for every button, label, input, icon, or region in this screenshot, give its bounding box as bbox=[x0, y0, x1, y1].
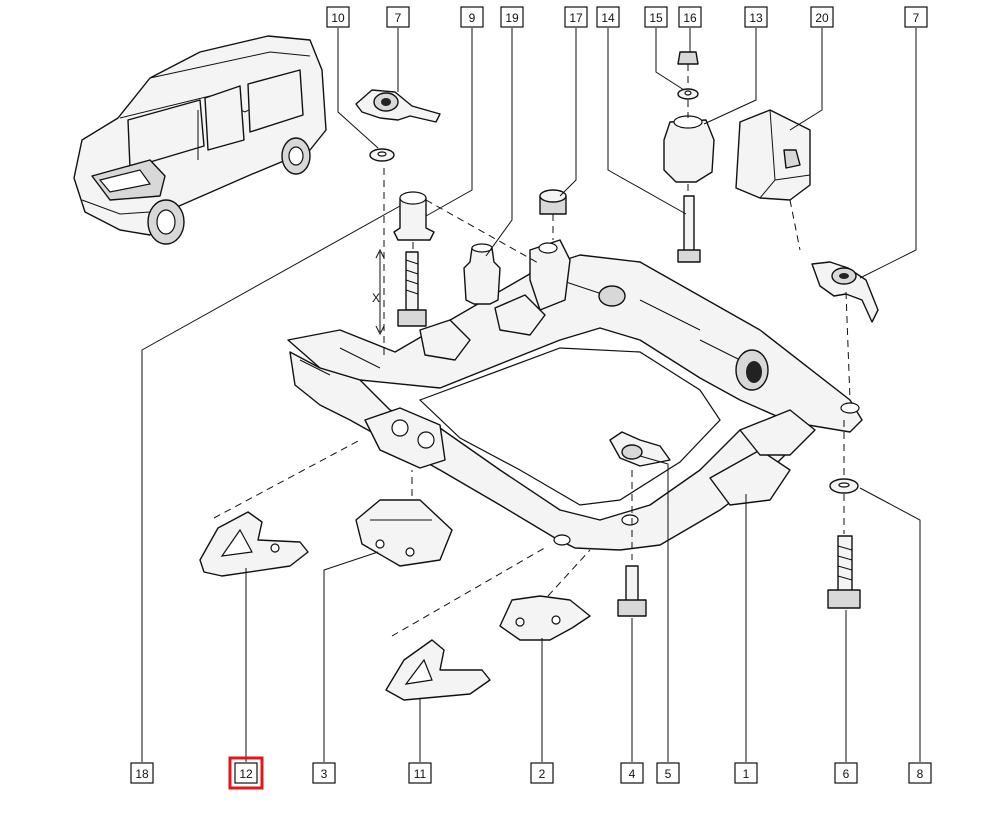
subframe-crossmember bbox=[287, 239, 863, 551]
callout-12: 12 bbox=[228, 756, 264, 790]
svg-text:7: 7 bbox=[913, 11, 920, 25]
svg-text:6: 6 bbox=[843, 767, 850, 781]
bolt-4 bbox=[617, 565, 647, 617]
svg-text:3: 3 bbox=[321, 767, 328, 781]
svg-text:14: 14 bbox=[601, 11, 615, 25]
dimension-x: X bbox=[372, 248, 385, 336]
bolt-left bbox=[397, 251, 427, 327]
vehicle-illustration bbox=[73, 35, 327, 245]
svg-text:12: 12 bbox=[239, 767, 253, 781]
svg-text:18: 18 bbox=[135, 767, 149, 781]
svg-text:19: 19 bbox=[505, 11, 519, 25]
svg-text:17: 17 bbox=[569, 11, 583, 25]
assembly-guide-lines bbox=[213, 64, 851, 637]
callout-7-left: 7 bbox=[386, 6, 410, 28]
bolt-6 bbox=[827, 535, 861, 609]
callout-18: 18 bbox=[130, 762, 154, 784]
callout-15: 15 bbox=[644, 6, 668, 28]
callout-11: 11 bbox=[408, 762, 432, 784]
highlight-callout-12 bbox=[228, 756, 264, 790]
leader-lines bbox=[141, 28, 921, 762]
callout-4: 4 bbox=[620, 762, 644, 784]
nut-17 bbox=[539, 189, 567, 215]
callout-5: 5 bbox=[656, 762, 680, 784]
callout-13: 13 bbox=[744, 6, 768, 28]
svg-text:13: 13 bbox=[749, 11, 763, 25]
callout-8: 8 bbox=[908, 762, 932, 784]
svg-text:7: 7 bbox=[395, 11, 402, 25]
dimension-x-label: X bbox=[372, 291, 380, 305]
callout-1: 1 bbox=[734, 762, 758, 784]
svg-text:11: 11 bbox=[414, 767, 427, 781]
callout-6: 6 bbox=[834, 762, 858, 784]
bracket-11 bbox=[385, 639, 491, 701]
spacer-sleeve bbox=[393, 191, 435, 241]
callout-16: 16 bbox=[678, 6, 702, 28]
clip-5 bbox=[609, 431, 671, 467]
svg-text:2: 2 bbox=[539, 767, 546, 781]
mounting-clip-left bbox=[355, 89, 441, 123]
svg-text:1: 1 bbox=[743, 767, 750, 781]
svg-text:10: 10 bbox=[331, 11, 345, 25]
rubber-bush bbox=[463, 243, 501, 305]
svg-text:4: 4 bbox=[629, 767, 636, 781]
protective-cover bbox=[735, 109, 811, 201]
callout-19: 19 bbox=[500, 6, 524, 28]
callout-9: 9 bbox=[460, 6, 484, 28]
callout-2: 2 bbox=[530, 762, 554, 784]
top-mount-stack bbox=[663, 51, 715, 263]
svg-text:15: 15 bbox=[649, 11, 663, 25]
callout-7-right: 7 bbox=[904, 6, 928, 28]
bracket-2 bbox=[499, 595, 591, 641]
svg-text:5: 5 bbox=[665, 767, 672, 781]
support-plate bbox=[355, 499, 453, 567]
callout-17: 17 bbox=[564, 6, 588, 28]
mounting-clip-right bbox=[811, 261, 879, 323]
svg-text:16: 16 bbox=[683, 11, 697, 25]
callout-3: 3 bbox=[312, 762, 336, 784]
callout-10: 10 bbox=[326, 6, 350, 28]
callout-20: 20 bbox=[810, 6, 834, 28]
svg-text:20: 20 bbox=[815, 11, 829, 25]
svg-text:8: 8 bbox=[917, 767, 924, 781]
bracket-12 bbox=[199, 511, 309, 577]
svg-text:9: 9 bbox=[469, 11, 476, 25]
callout-14: 14 bbox=[596, 6, 620, 28]
